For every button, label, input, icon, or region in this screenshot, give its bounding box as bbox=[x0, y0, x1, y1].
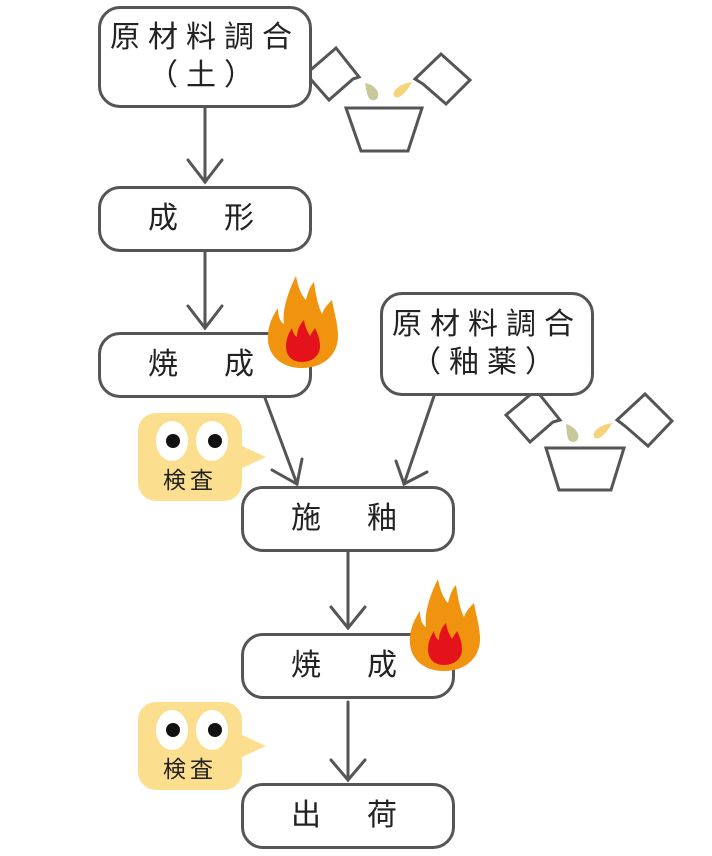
arrow-firing1-to-glazing bbox=[263, 396, 304, 487]
step-label: 焼 成 bbox=[148, 347, 262, 382]
drop-yellow-icon bbox=[393, 82, 412, 98]
drop-olive-icon bbox=[365, 83, 379, 101]
step-raw-materials-clay: 原材料調合 （土） bbox=[98, 6, 312, 108]
step-label: 原材料調合 bbox=[392, 307, 582, 342]
inspection-bubble: 検査 bbox=[138, 413, 266, 501]
eye-right-icon bbox=[196, 710, 228, 750]
bag-right-icon bbox=[412, 51, 473, 107]
bowl-icon bbox=[543, 446, 627, 492]
bag-left-icon bbox=[503, 387, 563, 445]
step-label: 成 形 bbox=[148, 201, 262, 236]
eye-left-icon bbox=[156, 421, 188, 461]
inspection-label: 検査 bbox=[163, 757, 217, 783]
step-sublabel: （土） bbox=[148, 58, 262, 93]
flame-icon bbox=[267, 276, 338, 368]
arrow-forming-to-firing1 bbox=[186, 250, 224, 331]
arrow-firing2-to-shipping bbox=[329, 700, 367, 783]
step-shipping: 出 荷 bbox=[241, 783, 455, 849]
bubble-tail bbox=[240, 445, 266, 469]
drop-olive-icon bbox=[566, 424, 579, 442]
arrow-rawglaze-to-glazing bbox=[394, 394, 436, 487]
step-forming: 成 形 bbox=[98, 186, 312, 252]
eye-right-icon bbox=[196, 421, 228, 461]
step-label: 施 釉 bbox=[291, 501, 405, 536]
step-glazing: 施 釉 bbox=[241, 486, 455, 552]
bowl-icon bbox=[343, 106, 425, 153]
drop-yellow-icon bbox=[593, 423, 612, 439]
step-label: 出 荷 bbox=[291, 798, 405, 833]
step-raw-materials-glaze: 原材料調合 （釉薬） bbox=[380, 292, 594, 396]
inspection-bubble: 検査 bbox=[138, 702, 266, 790]
bag-right-icon bbox=[614, 391, 675, 449]
arrow-rawclay-to-forming bbox=[186, 106, 224, 185]
flame-icon bbox=[409, 579, 480, 671]
mixing-bowl-illustration-clay bbox=[303, 45, 473, 153]
eye-left-icon bbox=[156, 710, 188, 750]
inspection-label: 検査 bbox=[163, 468, 217, 494]
mixing-bowl-illustration-glaze bbox=[503, 387, 675, 492]
bag-left-icon bbox=[303, 45, 362, 103]
bubble-tail bbox=[240, 734, 266, 758]
arrow-glazing-to-firing2 bbox=[329, 550, 367, 631]
step-label: 焼 成 bbox=[291, 648, 405, 683]
step-label: 原材料調合 bbox=[110, 20, 300, 55]
step-sublabel: （釉薬） bbox=[411, 345, 563, 380]
